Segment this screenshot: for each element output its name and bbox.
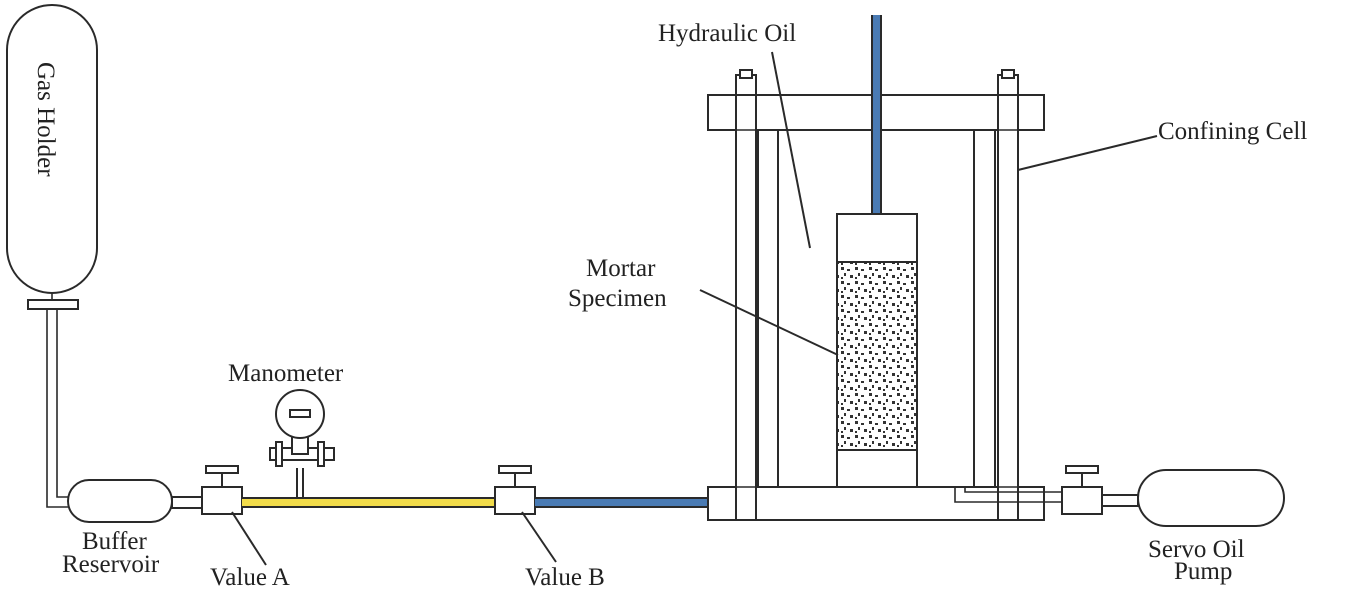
label-specimen: Specimen	[568, 285, 667, 312]
gas-line	[242, 497, 495, 508]
valve-b	[494, 465, 536, 515]
tie-rod-right	[997, 94, 1019, 521]
pump-line	[954, 487, 1062, 503]
valve-pump	[1061, 465, 1139, 515]
label-value-b: Value B	[525, 564, 605, 591]
label-confining-cell: Confining Cell	[1158, 118, 1307, 145]
label-mortar: Mortar	[586, 255, 656, 282]
label-reservoir: Reservoir	[62, 551, 160, 578]
label-gas-holder: Gas Holder	[32, 62, 59, 177]
oil-line-top	[871, 15, 882, 215]
leader-confining-cell	[1017, 135, 1158, 171]
label-manometer: Manometer	[228, 360, 344, 387]
valve-a	[201, 465, 243, 515]
leader-hydraulic-oil	[771, 51, 811, 249]
leader-mortar-specimen	[699, 289, 839, 356]
gas-supply-pipe	[46, 309, 70, 508]
manometer-display	[289, 409, 311, 418]
label-hydraulic-oil: Hydraulic Oil	[658, 20, 796, 47]
servo-oil-pump	[1137, 469, 1285, 527]
leader-value-b	[521, 511, 557, 563]
leader-value-a	[231, 511, 267, 566]
mortar-specimen	[836, 213, 918, 488]
buffer-reservoir	[67, 479, 203, 523]
manometer	[269, 389, 335, 497]
label-servo-oil: Servo Oil	[1148, 536, 1245, 563]
label-pump: Pump	[1174, 558, 1232, 585]
specimen-bottom-cap	[836, 449, 918, 488]
gas-holder	[6, 4, 98, 310]
gas-holder-flange	[27, 299, 79, 310]
specimen-top-cap	[836, 213, 918, 263]
label-value-a: Value A	[210, 564, 290, 591]
label-buffer: Buffer	[82, 528, 147, 555]
specimen-body	[836, 261, 918, 451]
